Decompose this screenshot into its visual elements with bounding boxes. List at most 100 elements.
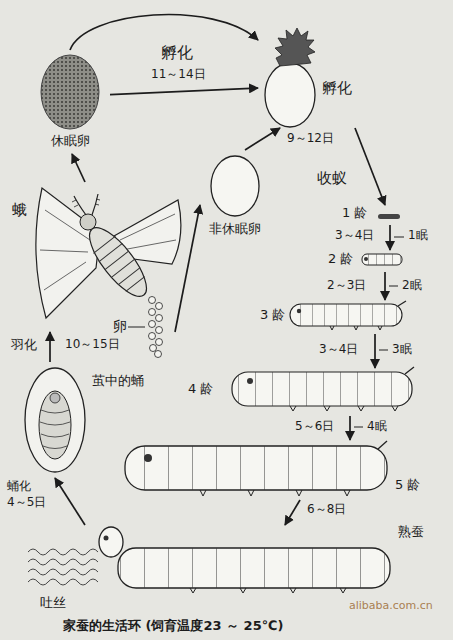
egg-string-part — [149, 297, 156, 304]
node-label: 吐丝 — [40, 596, 66, 611]
stage-label: 1眠 — [407, 229, 429, 243]
stage-label: alibaba.com.cn — [348, 600, 434, 613]
egg-string-part — [149, 309, 156, 316]
larva-3-part — [297, 309, 301, 313]
larva-4-part — [232, 372, 412, 406]
edge-label: 5～6日 — [294, 420, 335, 434]
edge-label: 3～4日 — [318, 343, 359, 357]
larva-5-part — [125, 446, 387, 490]
stage-node: 休眠卵 — [30, 50, 110, 154]
moth-figure-part — [93, 235, 147, 293]
moth-figure — [36, 188, 181, 318]
node-label: 3 龄 — [260, 308, 285, 323]
larva-2 — [362, 254, 402, 265]
leader-ticks — [128, 237, 404, 427]
larva-3-part — [398, 301, 406, 306]
node-label: 休眠卵 — [51, 134, 90, 149]
larva-4-part — [290, 406, 398, 411]
larva-2-part — [364, 257, 368, 261]
node-label: 2 龄 — [328, 252, 353, 267]
spinning-larva — [28, 527, 390, 593]
larva-5-part — [144, 454, 152, 462]
stage-arrow — [384, 272, 386, 300]
larva-2-part — [362, 254, 402, 265]
stage-node: 2 龄 — [326, 250, 406, 272]
leader-ticks-part — [128, 237, 404, 427]
hatching-egg-part — [275, 28, 315, 66]
spinning-larva-part — [99, 527, 123, 557]
node-label: 非休眠卵 — [209, 222, 261, 237]
stage-arrow — [355, 128, 385, 205]
moth-figure-part — [120, 214, 176, 250]
stage-label: 蛹化 — [6, 480, 32, 494]
node-label: 蛾 — [12, 202, 27, 219]
dormant-egg-part — [41, 55, 99, 129]
edge-label: 收蚁 — [316, 170, 348, 187]
node-label: 孵化 — [322, 80, 352, 97]
stage-node: 1 龄 — [340, 205, 402, 225]
egg-string-part — [156, 303, 163, 310]
egg-string-part — [156, 339, 163, 346]
non-dormant-egg — [211, 156, 259, 216]
spinning-larva-part — [190, 588, 346, 593]
stage-arrow — [349, 416, 351, 440]
edge-label: 2～3日 — [326, 279, 367, 293]
node-label: 茧中的蛹 — [92, 374, 144, 389]
spinning-larva-part — [104, 536, 109, 541]
larva-2-part — [362, 254, 402, 265]
cocoon-figure-part — [50, 393, 60, 403]
stage-arrow — [55, 478, 85, 525]
dormant-egg — [41, 55, 99, 129]
stage-node: 3 龄 — [258, 300, 410, 334]
stage-label: 4眠 — [366, 420, 388, 434]
larva-5 — [125, 441, 387, 496]
stage-node: 非休眠卵 — [200, 150, 270, 240]
moth-figure-part-part — [93, 235, 147, 293]
cocoon-figure — [25, 368, 85, 472]
stage-label: 3眠 — [391, 343, 413, 357]
stage-arrow — [245, 128, 280, 150]
moth-figure-part — [74, 194, 98, 215]
edge-label: 3～4日 — [334, 229, 375, 243]
larva-4-part — [232, 372, 412, 406]
larva-4 — [232, 367, 414, 411]
cocoon-figure-part — [39, 391, 71, 459]
stage-arrow — [175, 205, 200, 332]
stage-arrow — [49, 332, 51, 362]
edge-label: 11～14日 — [150, 68, 207, 82]
larva-5-part — [378, 441, 387, 449]
cocoon-figure-part — [40, 410, 70, 449]
stage-arrow — [110, 88, 258, 95]
stage-node: 5 龄 — [118, 440, 432, 500]
node-label: 1 龄 — [342, 206, 367, 221]
stage-label: 孵化 — [160, 44, 194, 62]
larva-3-part — [290, 304, 402, 326]
stage-arrow — [285, 500, 300, 525]
egg-string-part — [149, 321, 156, 328]
edge-label: 10～15日 — [64, 338, 121, 352]
node-label: 熟蚕 — [398, 525, 424, 540]
egg-string-part — [156, 327, 163, 334]
hatching-egg-part — [265, 63, 315, 127]
larva-3-part — [330, 326, 382, 330]
larva-4-part — [247, 378, 253, 384]
stage-label: 羽化 — [10, 338, 38, 353]
stage-node: 孵化 — [258, 28, 368, 128]
edge-label: 4～5日 — [6, 496, 47, 510]
edge-label: 6～8日 — [306, 503, 347, 517]
moth-figure-part — [72, 199, 100, 207]
egg-string-part — [150, 345, 157, 352]
moth-figure-part — [36, 188, 100, 318]
caption: 家蚕的生活环 (饲育温度23 ～ 25℃) — [62, 619, 284, 634]
stage-node: 茧中的蛹 — [20, 362, 160, 478]
stage-label: 2眠 — [401, 279, 423, 293]
moth-figure-part — [80, 214, 96, 230]
moth-figure-part — [80, 220, 155, 305]
node-label: 5 龄 — [395, 478, 420, 493]
egg-string-part — [156, 315, 163, 322]
larva-1-part — [378, 214, 400, 219]
larva-5-part — [200, 490, 350, 496]
